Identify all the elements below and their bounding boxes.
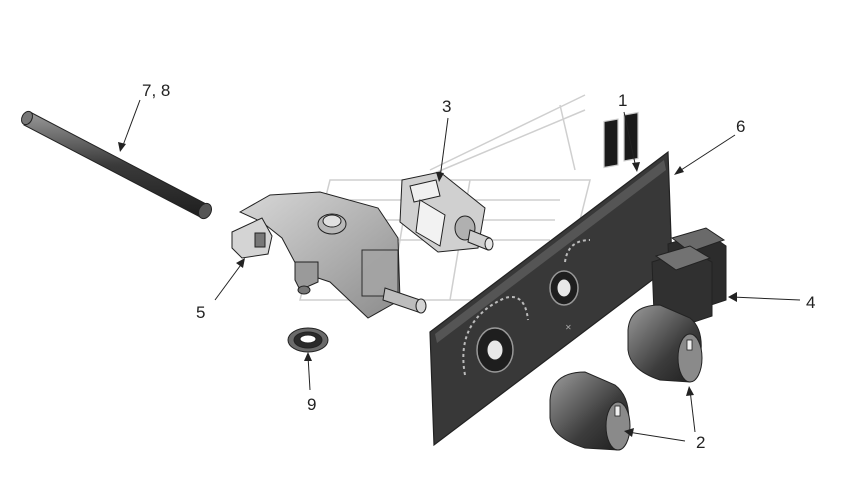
callout-9: 9 xyxy=(307,395,316,414)
callout-7-8: 7, 8 xyxy=(142,81,170,100)
callout-1: 1 xyxy=(618,91,627,110)
bracket-icon xyxy=(231,191,427,319)
leader-lines xyxy=(118,99,801,442)
rocker-button-icon xyxy=(651,227,727,329)
rod-icon xyxy=(20,110,212,220)
callout-2: 2 xyxy=(696,433,705,452)
callout-5: 5 xyxy=(196,303,205,322)
callout-6: 6 xyxy=(736,117,745,136)
knob-icon xyxy=(549,304,703,451)
washer-icon xyxy=(287,327,329,353)
svg-text:✕: ✕ xyxy=(565,323,572,332)
switch-icon xyxy=(399,171,494,253)
callout-3: 3 xyxy=(442,97,451,116)
callout-4: 4 xyxy=(806,293,815,312)
panel-icon: ✕ xyxy=(429,111,673,447)
callout-labels: 7, 8 3 1 6 4 5 9 2 xyxy=(142,81,815,452)
